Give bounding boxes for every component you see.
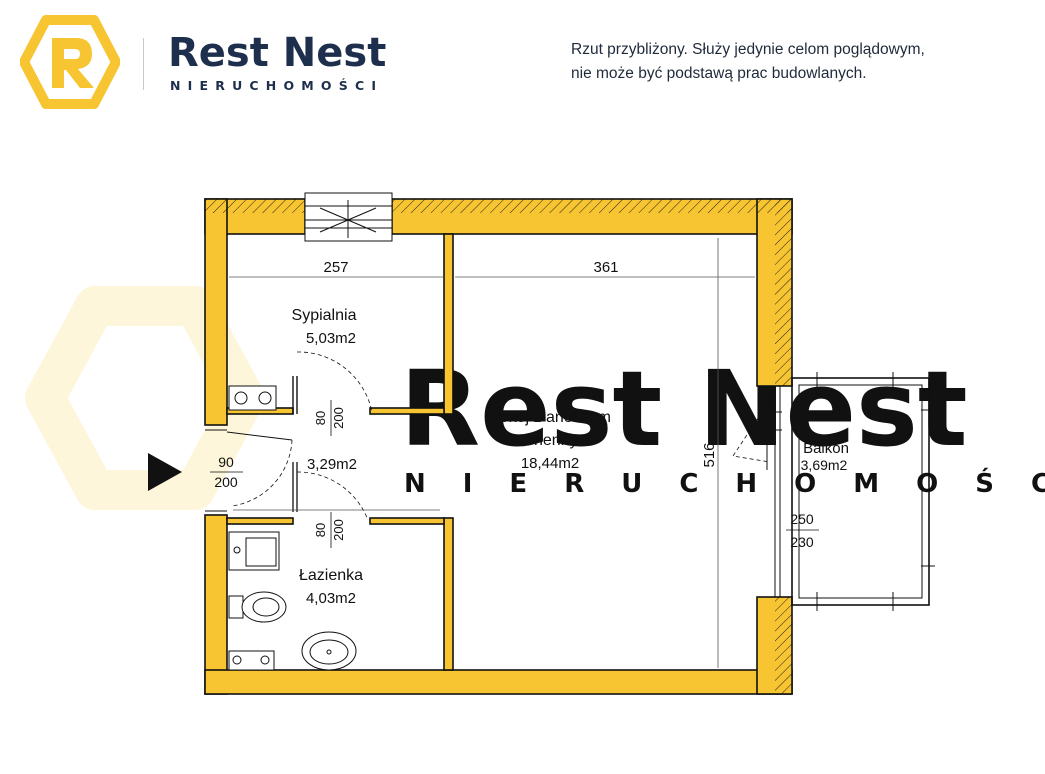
bedroom-name: Sypialnia — [292, 307, 357, 324]
brand-name: Rest Nest — [168, 30, 387, 76]
hall-area: 3,29m2 — [307, 456, 357, 473]
bedroom-width-dim: 257 — [323, 259, 348, 276]
svg-text:200: 200 — [214, 474, 238, 490]
svg-text:80: 80 — [313, 523, 328, 537]
brand-subtitle: NIERUCHOMOŚCI — [170, 78, 384, 93]
bedroom-area: 5,03m2 — [306, 330, 356, 347]
bathroom-name: Łazienka — [299, 567, 363, 584]
stove-icon — [228, 385, 277, 411]
watermark-name: Rest Nest — [400, 348, 968, 470]
washing-machine-icon — [228, 531, 280, 571]
balcony — [732, 372, 935, 611]
svg-text:200: 200 — [331, 407, 346, 429]
partition-bedroom-hall-right — [369, 407, 445, 415]
partition-bath-living — [443, 517, 454, 671]
entrance-arrow-icon — [148, 453, 182, 491]
bedroom-door — [292, 351, 373, 414]
partition-hall-bath-right — [369, 517, 445, 525]
svg-text:200: 200 — [331, 519, 346, 541]
living-width-dim: 361 — [593, 259, 618, 276]
bedroom-door-dim: 80 200 — [313, 400, 346, 436]
svg-text:90: 90 — [218, 454, 234, 470]
entrance-door-dim: 90 200 — [210, 454, 243, 490]
bathroom-door — [296, 471, 369, 521]
watermark-logo-icon — [25, 286, 265, 510]
left-wall-lower — [204, 514, 228, 695]
svg-text:250: 250 — [790, 511, 814, 527]
brand-logo-icon — [20, 15, 120, 109]
living-name-line-2: kuchennym — [509, 432, 591, 449]
living-height-dim: 516 — [701, 442, 718, 467]
toilet-icon — [228, 591, 287, 623]
sink-icon — [301, 631, 357, 671]
disclaimer-line-1: Rzut przybliżony. Służy jedynie celom po… — [571, 41, 925, 58]
balcony-name: Balkon — [803, 440, 849, 457]
watermark-subtitle: NIERUCHOMOŚCI — [404, 467, 1045, 499]
partition-bedroom-living — [443, 233, 454, 415]
brand-divider — [143, 38, 144, 90]
living-area: 18,44m2 — [521, 455, 579, 472]
dimension-lines — [229, 238, 755, 668]
disclaimer-line-2: nie może być podstawą prac budowlanych. — [571, 65, 867, 82]
disclaimer: Rzut przybliżony. Służy jedynie celom po… — [571, 38, 925, 86]
top-window — [304, 192, 393, 242]
left-wall-upper — [204, 198, 228, 426]
entrance-door — [205, 429, 298, 512]
bottom-wall — [204, 669, 793, 695]
partition-hall-bath-left — [226, 517, 294, 525]
bathroom-area: 4,03m2 — [306, 590, 356, 607]
living-name-line-1: Pokój z aneksem — [489, 409, 611, 426]
balcony-area: 3,69m2 — [801, 457, 848, 473]
shower-icon — [228, 650, 275, 671]
svg-text:80: 80 — [313, 411, 328, 425]
svg-text:230: 230 — [790, 534, 814, 550]
bathroom-door-dim: 80 200 — [313, 512, 346, 548]
balcony-door-dim: 250 230 — [786, 511, 819, 550]
wall-hatch — [205, 199, 792, 694]
